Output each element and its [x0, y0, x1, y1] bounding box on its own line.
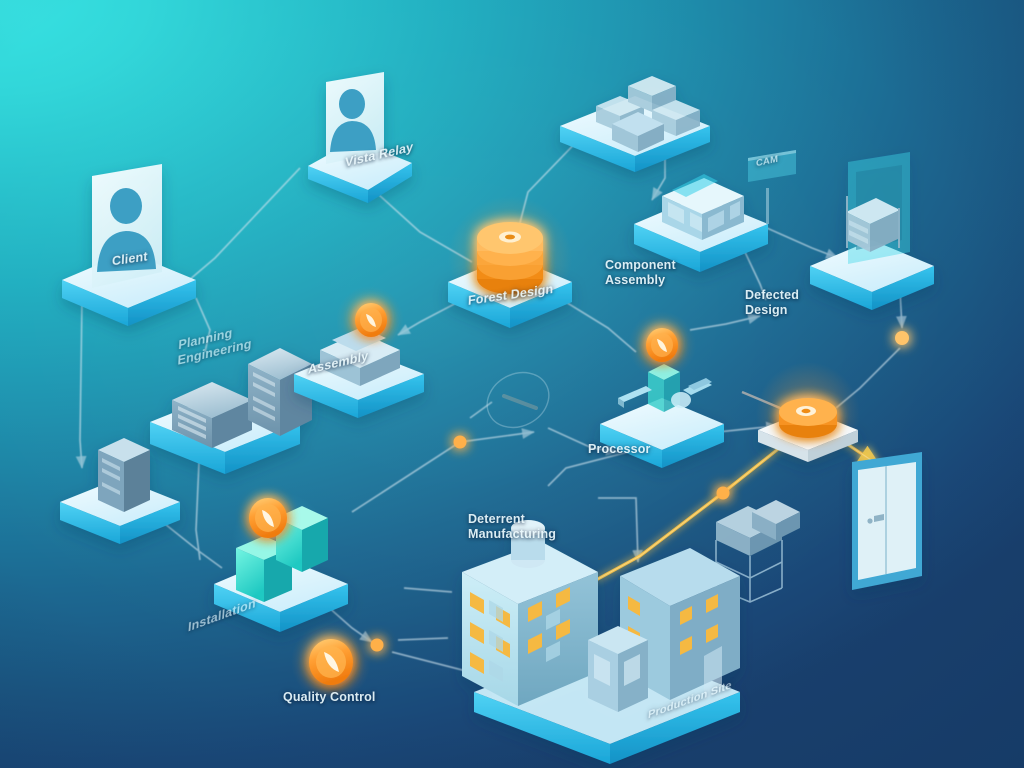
node-vista-relay[interactable] — [308, 72, 412, 203]
orange-coin-icon — [309, 639, 353, 685]
industrial-block-icon — [596, 76, 700, 152]
orange-coin-icon — [646, 328, 678, 362]
node-planning[interactable] — [150, 348, 312, 474]
node-assembly[interactable] — [294, 286, 424, 418]
orbit-ring — [486, 371, 550, 429]
node-door-right[interactable] — [852, 452, 922, 590]
node-client[interactable] — [62, 164, 196, 326]
server-stack-icon — [172, 348, 312, 448]
node-industrial-block[interactable] — [560, 76, 710, 172]
monitor-rack-icon — [846, 152, 910, 264]
node-installation[interactable] — [214, 492, 348, 632]
factory-building-icon — [662, 174, 744, 240]
orange-coin-icon — [249, 498, 287, 538]
node-quality-control[interactable] — [291, 622, 371, 702]
cyan-crates-icon — [236, 506, 328, 602]
orange-disk-icon — [779, 398, 837, 438]
node-plant-site[interactable] — [462, 520, 740, 764]
node-orange-hub[interactable] — [756, 362, 860, 466]
person-card-icon — [92, 164, 162, 288]
node-component-assembly[interactable] — [634, 174, 768, 272]
node-screen-rack[interactable] — [810, 152, 934, 310]
node-processor[interactable] — [600, 311, 724, 468]
door-icon — [852, 452, 922, 590]
flow-dot-group — [370, 331, 909, 652]
orange-disk-stack-icon — [477, 222, 543, 294]
server-cabinet-icon — [98, 438, 150, 512]
node-cabinet[interactable] — [60, 438, 180, 544]
orange-coin-icon — [355, 303, 387, 337]
city-buildings-icon — [462, 520, 740, 712]
tools-tray-icon — [618, 364, 712, 412]
signpost[interactable] — [748, 150, 796, 224]
node-forest-design[interactable] — [448, 196, 572, 328]
printer-unit-icon — [320, 327, 400, 386]
person-card-icon — [326, 72, 384, 164]
